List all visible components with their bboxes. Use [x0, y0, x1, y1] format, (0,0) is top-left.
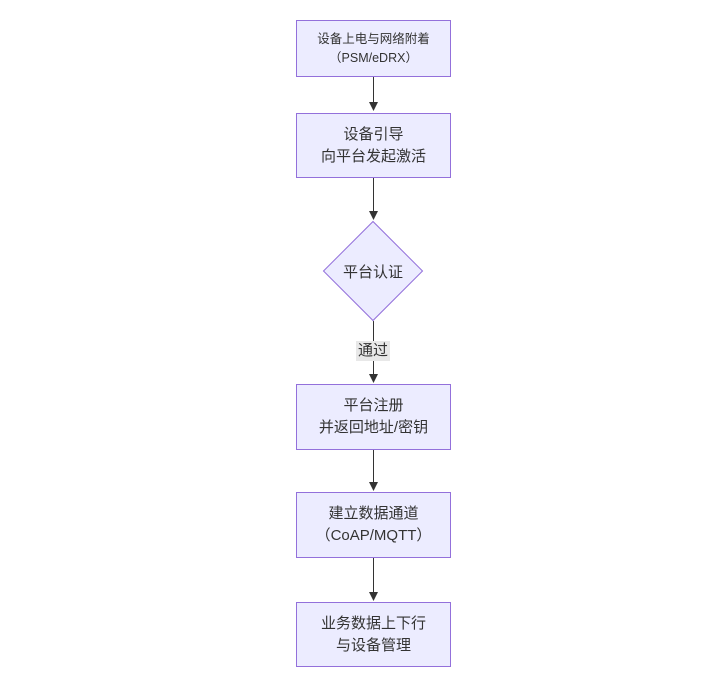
edge-label-pass: 通过: [355, 341, 391, 361]
node-label-line2: 并返回地址/密钥: [318, 419, 429, 436]
node-label-line1: 建立数据通道: [328, 505, 419, 522]
node-label-line2: （CoAP/MQTT）: [315, 527, 432, 544]
node-label-line2: 向平台发起激活: [320, 147, 426, 165]
flow-node-power-network-attach: 设备上电与网络附着 （PSM/eDRX）: [296, 20, 451, 77]
flow-node-business-data: 业务数据上下行 与设备管理: [296, 602, 451, 667]
node-label-line1: 设备引导: [343, 125, 404, 143]
node-label-line1: 平台注册: [343, 397, 404, 414]
node-label-line1: 平台认证: [342, 263, 403, 281]
flow-node-data-channel: 建立数据通道 （CoAP/MQTT）: [296, 492, 451, 558]
node-label-line2: 与设备管理: [335, 636, 411, 654]
flow-node-platform-auth: 平台认证: [322, 220, 424, 322]
node-label-line2: （PSM/eDRX）: [329, 50, 418, 65]
node-label-line1: 业务数据上下行: [320, 614, 426, 632]
node-label-line1: 设备上电与网络附着: [317, 31, 430, 46]
flow-node-platform-register: 平台注册 并返回地址/密钥: [296, 384, 451, 450]
flow-node-device-bootstrap: 设备引导 向平台发起激活: [296, 113, 451, 178]
